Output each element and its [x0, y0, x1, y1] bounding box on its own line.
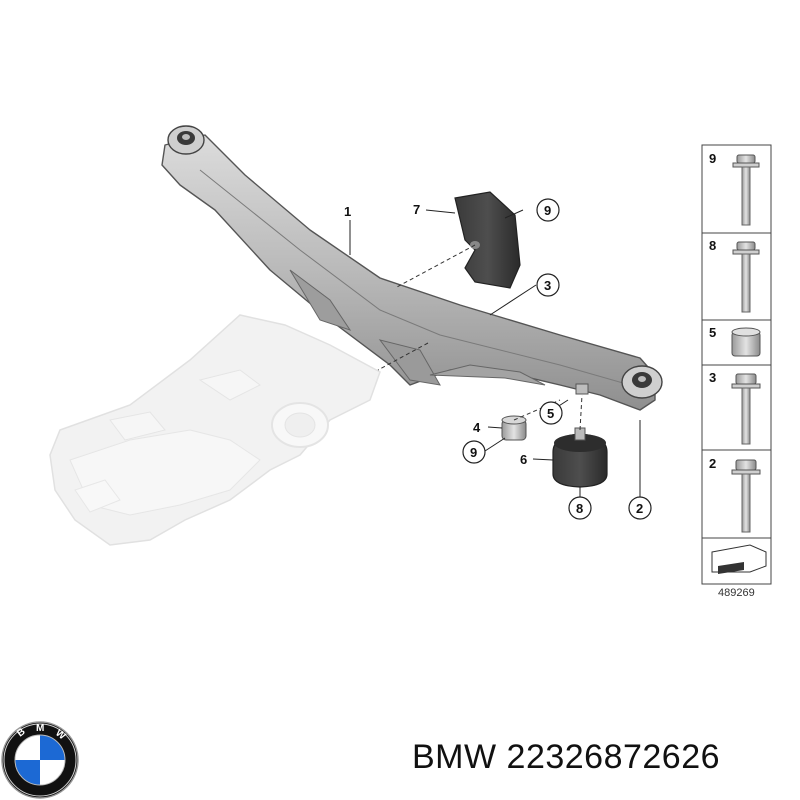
legend-bolt-3-icon — [731, 373, 761, 445]
fastener-legend: 9 8 5 3 2 — [701, 144, 772, 585]
legend-bolt-9-icon — [732, 154, 760, 226]
legend-label-8: 8 — [709, 238, 716, 253]
legend-label-2: 2 — [709, 456, 716, 471]
part-number-caption: BMW 22326872626 — [412, 738, 721, 776]
differential-housing-ghost — [49, 314, 381, 546]
legend-label-9: 9 — [709, 151, 716, 166]
spacer-part-5 — [575, 383, 589, 395]
svg-text:8: 8 — [576, 501, 583, 516]
callout-9-top: 9 — [536, 198, 560, 222]
legend-spacer-5-icon — [731, 327, 761, 357]
callout-5: 5 — [539, 401, 563, 425]
callouts: 1 7 9 3 4 5 9 6 8 2 — [344, 198, 652, 520]
svg-text:5: 5 — [547, 406, 554, 421]
assembly-lines — [377, 244, 583, 431]
legend-label-5: 5 — [709, 325, 716, 340]
svg-text:3: 3 — [544, 278, 551, 293]
callout-1: 1 — [344, 204, 351, 219]
callout-3: 3 — [536, 273, 560, 297]
bmw-logo: B M W — [1, 721, 79, 799]
direction-arrow-icon — [711, 544, 767, 574]
legend-bolt-8-icon — [732, 241, 760, 313]
callout-2: 2 — [628, 496, 652, 520]
rubber-stop-part-7 — [454, 191, 521, 289]
callout-6: 6 — [520, 452, 527, 467]
svg-text:2: 2 — [636, 501, 643, 516]
callout-9-bottom: 9 — [462, 440, 486, 464]
callout-leaders — [349, 209, 641, 498]
rubber-mount-part-6 — [552, 427, 608, 488]
crossmember-beam — [161, 125, 663, 411]
legend-label-3: 3 — [709, 370, 716, 385]
svg-text:9: 9 — [470, 445, 477, 460]
bushing-part-4 — [501, 415, 527, 441]
callout-4: 4 — [473, 420, 481, 435]
svg-text:M: M — [36, 723, 44, 734]
diagram-reference-code: 489269 — [718, 587, 755, 599]
legend-bolt-2-icon — [731, 459, 761, 533]
callout-8: 8 — [568, 496, 592, 520]
callout-7: 7 — [413, 202, 420, 217]
svg-text:9: 9 — [544, 203, 551, 218]
